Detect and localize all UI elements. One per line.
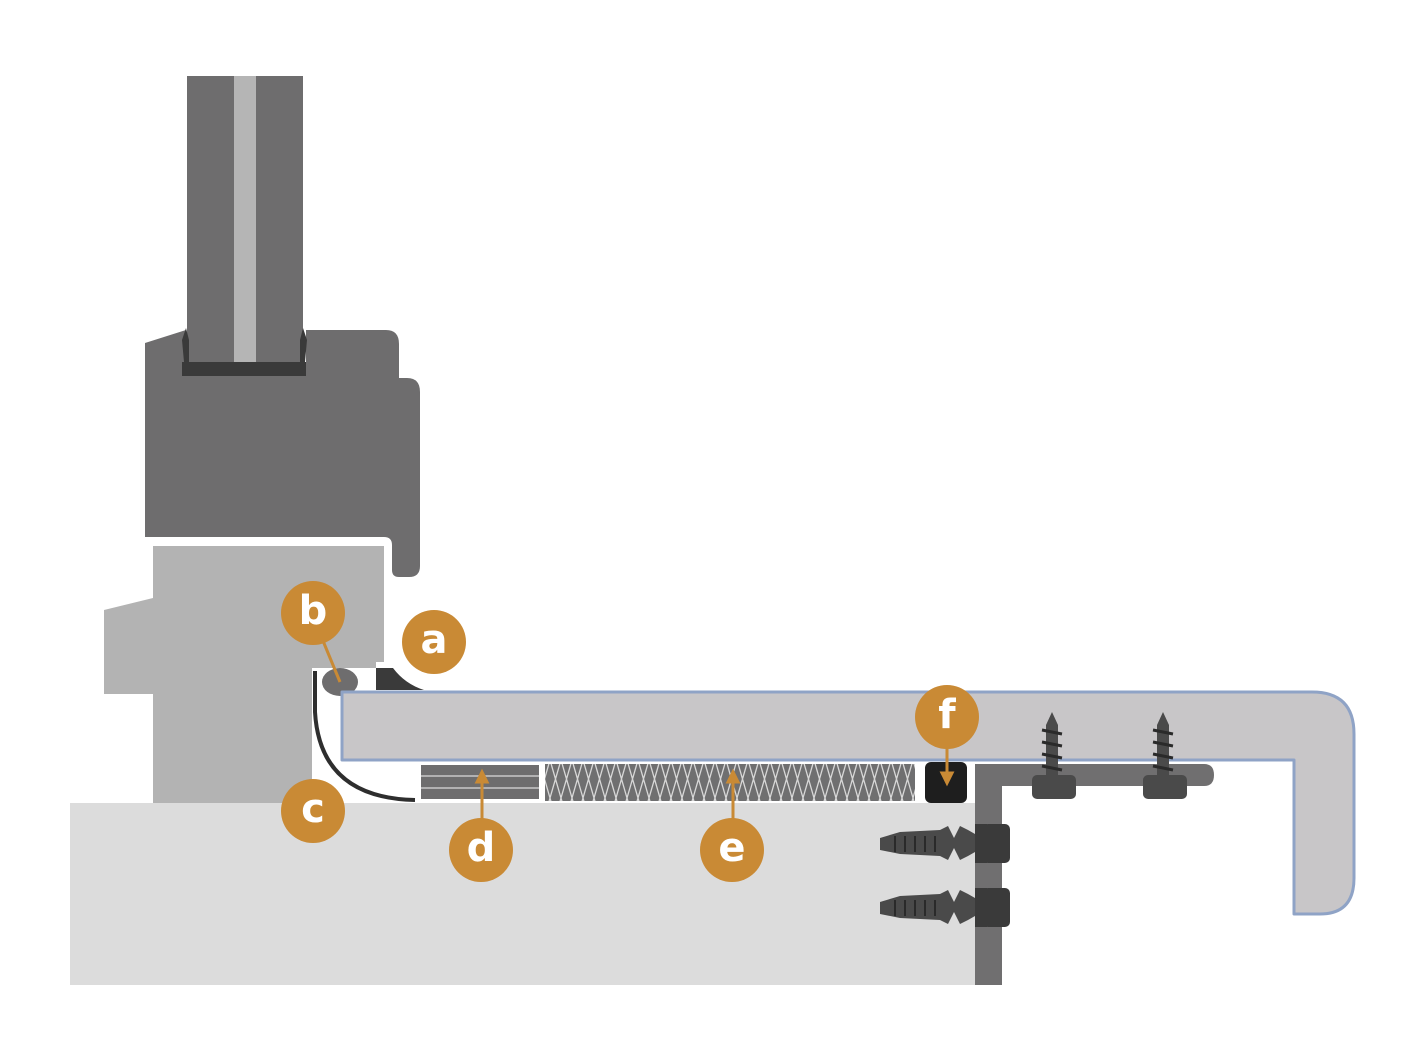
wall-masonry: [70, 803, 976, 985]
gasket-a: [376, 668, 424, 690]
marker-c: c: [281, 779, 345, 843]
membrane-c: [313, 671, 416, 802]
marker-f: f: [915, 685, 979, 749]
window-sill-board: [340, 690, 1356, 916]
svg-text:f: f: [938, 692, 956, 738]
marker-e: e: [700, 818, 764, 882]
marker-d: d: [449, 818, 513, 882]
marker-a: a: [402, 610, 466, 674]
window-sash: [145, 330, 420, 577]
screw-2: [1143, 712, 1187, 799]
sill-support-bracket: [975, 764, 1214, 985]
svg-text:c: c: [301, 786, 325, 832]
svg-text:b: b: [299, 588, 328, 634]
screw-1: [1032, 712, 1076, 799]
glazing-gasket-left: [182, 328, 189, 362]
glazing-gasket-right: [300, 328, 307, 362]
callout-leaders: [319, 635, 955, 819]
marker-b: b: [281, 581, 345, 645]
svg-text:a: a: [421, 617, 448, 663]
svg-text:e: e: [718, 825, 745, 871]
glazing-seal: [182, 362, 306, 376]
svg-text:d: d: [467, 825, 496, 871]
glass-pane: [187, 76, 303, 366]
wall-anchor-1: [880, 824, 1010, 863]
wall-anchor-2: [880, 888, 1010, 927]
